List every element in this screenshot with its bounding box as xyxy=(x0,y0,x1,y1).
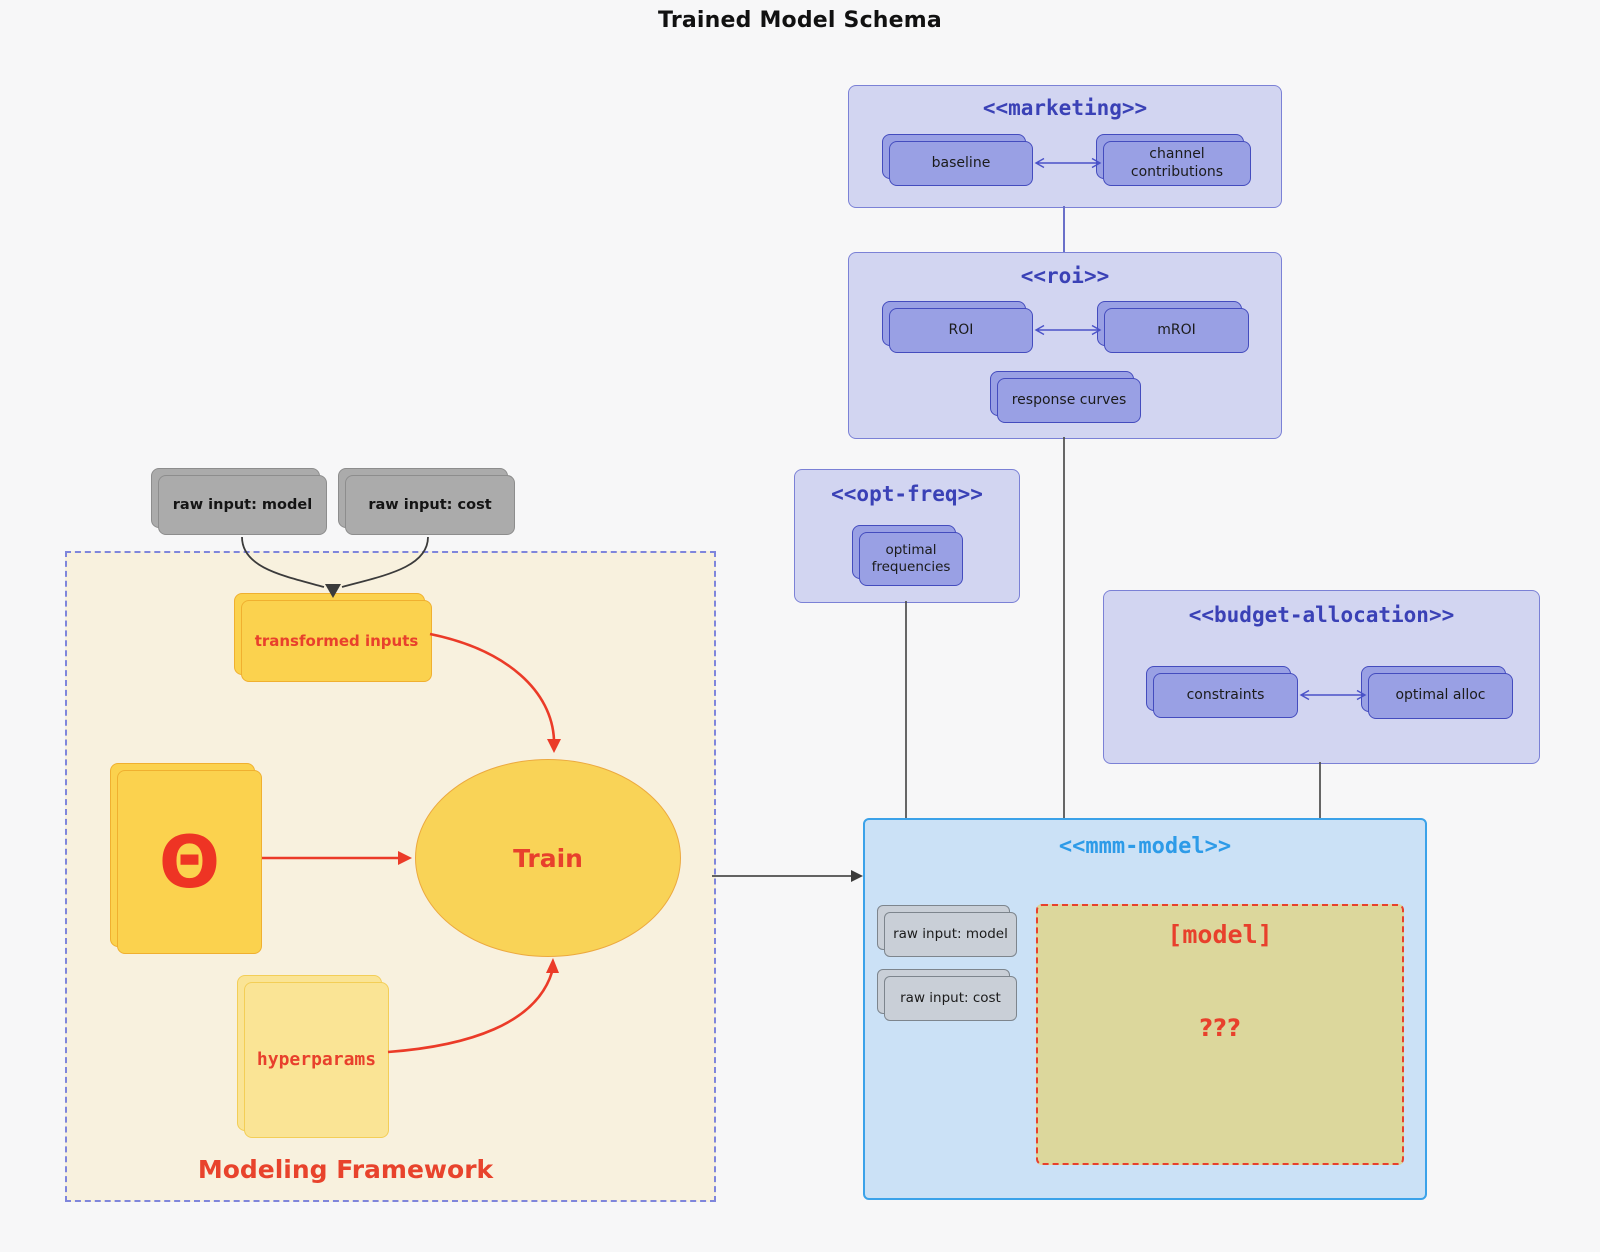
node-channel-contributions-label: channel contributions xyxy=(1103,141,1251,186)
node-hyperparams-label: hyperparams xyxy=(244,982,389,1138)
node-theta: Θ xyxy=(110,763,262,954)
modeling-framework-label: Modeling Framework xyxy=(197,1155,494,1184)
marketing-group: <<marketing>> baseline channel contribut… xyxy=(848,85,1282,208)
node-optimal-frequencies: optimal frequencies xyxy=(852,525,963,586)
node-mroi: mROI xyxy=(1097,301,1249,353)
node-mmm-raw-input-cost: raw input: cost xyxy=(877,969,1017,1021)
node-raw-input-cost-label: raw input: cost xyxy=(345,475,515,535)
double-arrow-icon xyxy=(1034,157,1102,169)
mmm-model-group: <<mmm-model>> raw input: model raw input… xyxy=(863,818,1427,1200)
node-raw-input-cost: raw input: cost xyxy=(338,468,515,535)
node-constraints-label: constraints xyxy=(1153,673,1298,718)
opt-freq-group: <<opt-freq>> optimal frequencies xyxy=(794,469,1020,603)
node-model-placeholder: [model] ??? xyxy=(1036,904,1404,1165)
budget-allocation-group: <<budget-allocation>> constraints optima… xyxy=(1103,590,1540,764)
node-raw-input-model-label: raw input: model xyxy=(158,475,327,535)
node-theta-label: Θ xyxy=(117,770,262,954)
node-roi: ROI xyxy=(882,301,1033,353)
marketing-group-header: <<marketing>> xyxy=(982,96,1148,120)
roi-group-header: <<roi>> xyxy=(1020,264,1110,288)
node-mmm-raw-input-cost-label: raw input: cost xyxy=(884,976,1017,1021)
node-mmm-raw-input-model-label: raw input: model xyxy=(884,912,1017,957)
modeling-framework-container: Modeling Framework transformed inputs Θ … xyxy=(65,551,716,1202)
node-transformed-inputs: transformed inputs xyxy=(234,593,432,682)
node-constraints: constraints xyxy=(1146,666,1298,718)
roi-group: <<roi>> ROI mROI response curves xyxy=(848,252,1282,439)
node-model-unknown-label: ??? xyxy=(1199,1014,1241,1042)
node-baseline: baseline xyxy=(882,134,1033,186)
opt-freq-group-header: <<opt-freq>> xyxy=(831,482,983,506)
budget-allocation-group-header: <<budget-allocation>> xyxy=(1188,603,1455,627)
node-hyperparams: hyperparams xyxy=(237,975,389,1138)
node-transformed-inputs-label: transformed inputs xyxy=(241,600,432,682)
node-optimal-alloc: optimal alloc xyxy=(1361,666,1513,719)
node-response-curves: response curves xyxy=(990,371,1141,423)
node-optimal-alloc-label: optimal alloc xyxy=(1368,673,1513,719)
node-response-curves-label: response curves xyxy=(997,378,1141,423)
node-optimal-frequencies-label: optimal frequencies xyxy=(859,532,963,586)
diagram-title: Trained Model Schema xyxy=(658,8,942,33)
mmm-model-group-header: <<mmm-model>> xyxy=(1058,834,1232,859)
node-model-placeholder-label: [model] xyxy=(1167,920,1273,949)
double-arrow-icon xyxy=(1034,324,1102,336)
node-train: Train xyxy=(415,759,681,957)
node-channel-contributions: channel contributions xyxy=(1096,134,1251,186)
node-baseline-label: baseline xyxy=(889,141,1033,186)
node-train-label: Train xyxy=(513,843,583,873)
node-raw-input-model: raw input: model xyxy=(151,468,327,535)
double-arrow-icon xyxy=(1299,689,1367,701)
node-mroi-label: mROI xyxy=(1104,308,1249,353)
node-roi-label: ROI xyxy=(889,308,1033,353)
node-mmm-raw-input-model: raw input: model xyxy=(877,905,1017,957)
